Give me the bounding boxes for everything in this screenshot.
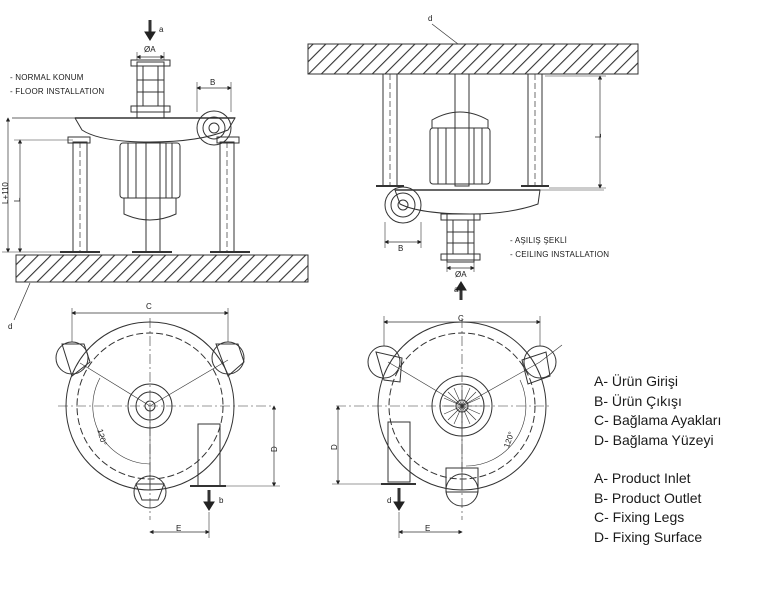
legend-tr-item: B- Ürün Çıkışı — [594, 392, 682, 409]
inlet-pipe — [136, 61, 165, 119]
ceiling-dim-length: L — [594, 133, 603, 138]
floor-dim-length: L — [13, 197, 22, 202]
fixing-leg-pad — [367, 345, 403, 383]
outlet-flange — [384, 186, 422, 224]
legend-tr-item: D- Bağlama Yüzeyi — [594, 431, 714, 448]
plan-left-outlet-label: b — [219, 496, 224, 505]
plan-view-right — [332, 316, 563, 538]
legend-english: A- Product Inlet B- Product Outlet C- Fi… — [594, 469, 702, 547]
plan-left-dim-c: C — [146, 302, 152, 311]
legend-en-item: B- Product Outlet — [594, 489, 702, 506]
fixing-leg-pad — [445, 467, 479, 507]
floor-dim-diameter: ØA — [144, 45, 156, 54]
legend-en-item: A- Product Inlet — [594, 470, 691, 486]
floor-note-en: - FLOOR INSTALLATION — [10, 87, 105, 96]
ceiling-installation-view — [307, 23, 639, 300]
legend-turkish: A- Ürün Girişi B- Ürün Çıkışı C- Bağlama… — [594, 372, 721, 450]
fixing-leg-pad — [521, 344, 563, 385]
plan-left-dim-d: D — [270, 446, 279, 452]
ceiling-inlet-label: a — [454, 285, 459, 294]
floor-surface — [15, 254, 309, 283]
ceiling-surface — [307, 43, 639, 75]
pump-housing — [74, 117, 236, 143]
plan-left-dim-e: E — [176, 524, 182, 533]
floor-dim-outlet: B — [210, 78, 216, 87]
fixing-leg — [145, 141, 161, 253]
legend-en-item: D- Fixing Surface — [594, 528, 703, 545]
floor-note-tr: - NORMAL KONUM — [10, 73, 84, 82]
plan-right-d-label: d — [387, 496, 392, 505]
ceiling-dim-outlet: B — [398, 244, 404, 253]
floor-inlet-label: a — [159, 25, 164, 34]
outlet-pipe — [197, 423, 221, 487]
outlet-flange — [196, 110, 232, 146]
legend-tr-item: A- Ürün Girişi — [594, 373, 679, 389]
legend-tr-item: C- Bağlama Ayakları — [594, 412, 722, 428]
plan-right-dim-e: E — [425, 524, 431, 533]
ceiling-note-tr: - AŞILIŞ ŞEKLİ — [510, 236, 568, 245]
ceiling-note-en: - CEILING INSTALLATION — [510, 250, 610, 259]
floor-dim-length-total: L+110 — [1, 182, 10, 204]
plan-right-dim-c: C — [458, 314, 464, 323]
inlet-pipe — [446, 213, 475, 263]
plan-view-left — [55, 308, 280, 538]
motor-body — [119, 142, 181, 199]
fixing-leg-pad — [211, 341, 245, 377]
fixing-leg-pad — [133, 475, 167, 509]
ceiling-dim-diameter: ØA — [455, 270, 467, 279]
ceiling-surface-label: d — [428, 14, 433, 23]
motor-body — [429, 127, 491, 185]
outlet-pipe — [387, 421, 411, 483]
fixing-leg-pad — [55, 341, 91, 377]
floor-installation-view — [2, 20, 309, 321]
floor-surface-label: d — [8, 322, 13, 331]
plan-right-dim-d: D — [330, 444, 339, 450]
legend-en-item: C- Fixing Legs — [594, 509, 685, 525]
fixing-leg — [454, 73, 470, 187]
